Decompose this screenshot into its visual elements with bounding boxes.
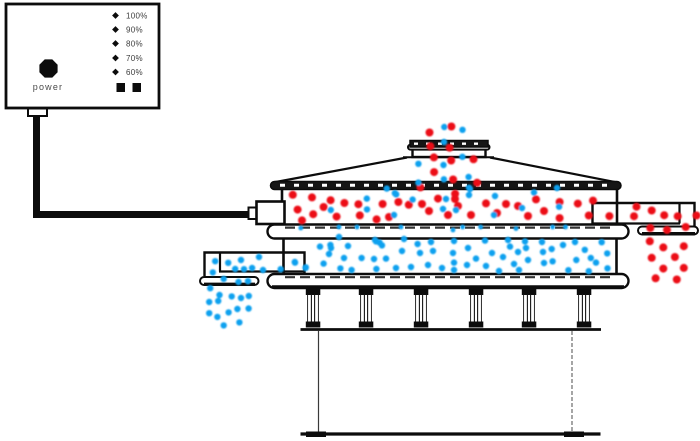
svg-text:90%: 90% (126, 26, 143, 35)
svg-text:100%: 100% (126, 12, 148, 21)
svg-text:80%: 80% (126, 40, 143, 49)
svg-text:70%: 70% (126, 54, 143, 63)
svg-text:power: power (33, 82, 64, 92)
svg-text:60%: 60% (126, 68, 143, 77)
